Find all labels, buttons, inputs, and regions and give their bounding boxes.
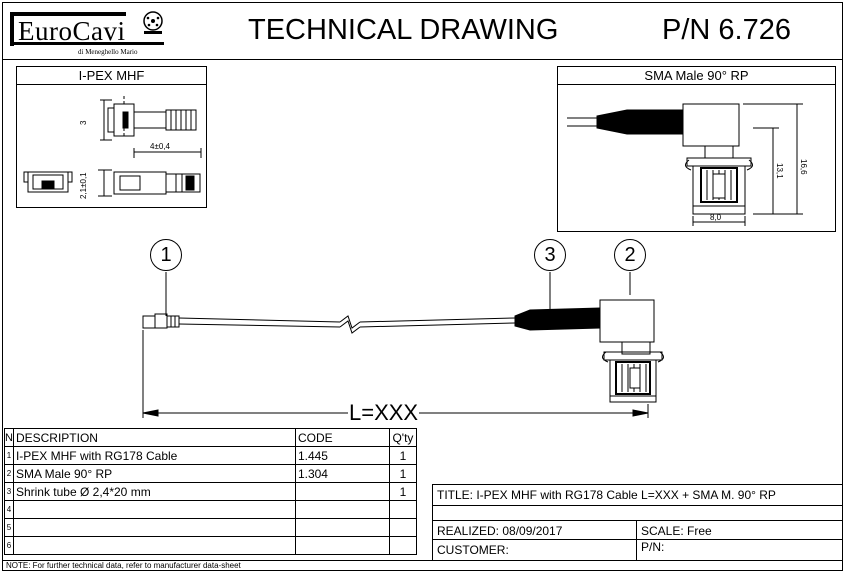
title-block-divider (433, 505, 843, 506)
bom-cell-code (294, 482, 390, 501)
sma-connector-drawing (567, 103, 803, 226)
bom-cell-qty: 1 (388, 464, 417, 483)
page-title: TECHNICAL DRAWING (248, 14, 559, 46)
bom-cell-code (294, 518, 390, 537)
bom-header-qty: Q'ty (388, 428, 417, 447)
table-row: 4 (4, 500, 417, 519)
scale: SCALE: Free (641, 524, 712, 538)
logo-frame-icon (10, 11, 164, 46)
bom-cell-qty: 1 (388, 482, 417, 501)
bom-header-row: N DESCRIPTION CODE Q'ty (4, 428, 417, 447)
balloon-1: 1 (150, 239, 182, 271)
bom-cell-n: 3 (4, 482, 14, 501)
bom-header-description: DESCRIPTION (12, 428, 296, 447)
detail-sma-title: SMA Male 90° RP (558, 67, 835, 85)
title-block-divider (433, 520, 843, 521)
title-block-pn: P/N: (641, 540, 665, 554)
bom-cell-qty: 1 (388, 446, 417, 465)
length-label: L=XXX (348, 400, 420, 426)
bom-cell-qty (388, 518, 417, 537)
note-divider (2, 560, 843, 561)
balloon-3: 3 (534, 239, 566, 271)
bom-cell-code: 1.445 (294, 446, 390, 465)
dim-width: 8,0 (710, 213, 722, 222)
bom-header-code: CODE (294, 428, 390, 447)
footer-note: NOTE: For further technical data, refer … (6, 561, 241, 570)
bom-cell-description (12, 518, 296, 537)
bom-cell-qty (388, 500, 417, 519)
logo: EuroCavi di Meneghello Mario (8, 8, 170, 56)
bom-cell-description: I-PEX MHF with RG178 Cable (12, 446, 296, 465)
bom-cell-code (294, 536, 390, 555)
bom-table: N DESCRIPTION CODE Q'ty 1 I-PEX MHF with… (4, 428, 417, 555)
detail-ipex-title: I-PEX MHF (17, 67, 206, 85)
table-row: 2 SMA Male 90° RP 1.304 1 (4, 464, 417, 483)
ipex-connector-drawing (23, 96, 202, 197)
bom-cell-n: 5 (4, 518, 14, 537)
bom-cell-code (294, 500, 390, 519)
bom-cell-n: 2 (4, 464, 14, 483)
cable-assembly-drawing (142, 272, 664, 418)
bom-cell-description: Shrink tube Ø 2,4*20 mm (12, 482, 296, 501)
title-block-divider (433, 539, 843, 540)
customer: CUSTOMER: (437, 543, 509, 557)
balloon-2: 2 (614, 239, 646, 271)
detail-sma: SMA Male 90° RP 16,6 (557, 66, 836, 232)
table-row: 5 (4, 518, 417, 537)
bom-header-n: N (4, 428, 14, 447)
table-row: 6 (4, 536, 417, 555)
bom-cell-description (12, 536, 296, 555)
dim-length: 4±0,4 (150, 142, 170, 151)
bom-cell-n: 4 (4, 500, 14, 519)
bom-cell-description (12, 500, 296, 519)
bom-cell-n: 1 (4, 446, 14, 465)
table-row: 3 Shrink tube Ø 2,4*20 mm 1 (4, 482, 417, 501)
header-divider (2, 59, 843, 60)
title-block-divider (636, 520, 637, 561)
title-block: TITLE: I-PEX MHF with RG178 Cable L=XXX … (432, 484, 843, 561)
bom-cell-description: SMA Male 90° RP (12, 464, 296, 483)
logo-subtitle: di Meneghello Mario (78, 48, 138, 56)
detail-ipex: I-PEX MHF (16, 66, 207, 208)
realized-date: REALIZED: 08/09/2017 (437, 524, 563, 538)
bom-cell-code: 1.304 (294, 464, 390, 483)
bom-cell-n: 6 (4, 536, 14, 555)
part-number: P/N 6.726 (662, 14, 791, 46)
table-row: 1 I-PEX MHF with RG178 Cable 1.445 1 (4, 446, 417, 465)
bom-cell-qty (388, 536, 417, 555)
logo-text: EuroCavi (18, 16, 126, 46)
drawing-title: TITLE: I-PEX MHF with RG178 Cable L=XXX … (437, 488, 776, 502)
